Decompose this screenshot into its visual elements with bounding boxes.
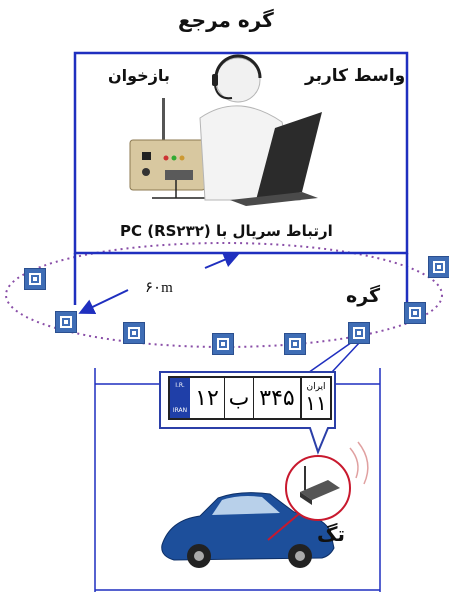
rfid-tag-icon: [212, 333, 234, 355]
plate-region: ۱۱: [305, 391, 327, 415]
node-label: گره: [346, 285, 381, 307]
distance-arrow: [78, 289, 129, 315]
operator-illustration: [199, 54, 322, 206]
license-plate: I.R. IRAN ۱۲ ب ۳۴۵ ایران ۱۱: [168, 376, 332, 420]
plate-strip-bottom: IRAN: [172, 407, 188, 414]
tag-pointer: [267, 512, 301, 541]
reader-label: بازخوان: [108, 66, 170, 85]
rfid-tag-icon: [404, 302, 426, 324]
user-interface-label: واسط کاربر: [305, 66, 406, 86]
plate-serial: ۱۲: [190, 378, 225, 418]
plate-region-box: ایران ۱۱: [302, 378, 330, 418]
rfid-tag-icon: [348, 322, 370, 344]
rfid-tag-icon: [55, 311, 77, 333]
tag-device-illustration: [285, 441, 369, 521]
reference-node-title: گره مرجع: [178, 8, 274, 32]
serial-arrow: [204, 252, 240, 269]
reference-node-frame: [73, 51, 409, 255]
distance-label: ۶۰m: [145, 280, 173, 296]
serial-link-label: ارتباط سریال با PC (RS۲۳۲): [120, 222, 333, 240]
rfid-tag-icon: [24, 268, 46, 290]
plate-strip-top: I.R.: [175, 382, 185, 389]
plate-country: ایران: [306, 382, 326, 392]
plate-number: ۳۴۵: [254, 378, 302, 418]
tag-label: تگ: [317, 522, 345, 546]
rfid-tag-icon: [284, 333, 306, 355]
rfid-tag-icon: [123, 322, 145, 344]
car-illustration: [161, 492, 335, 568]
rfid-tag-icon: [428, 256, 449, 278]
plate-country-strip: I.R. IRAN: [170, 378, 190, 418]
coverage-ellipse: [5, 242, 443, 348]
plate-letter: ب: [225, 378, 254, 418]
reader-device-illustration: [129, 98, 206, 191]
